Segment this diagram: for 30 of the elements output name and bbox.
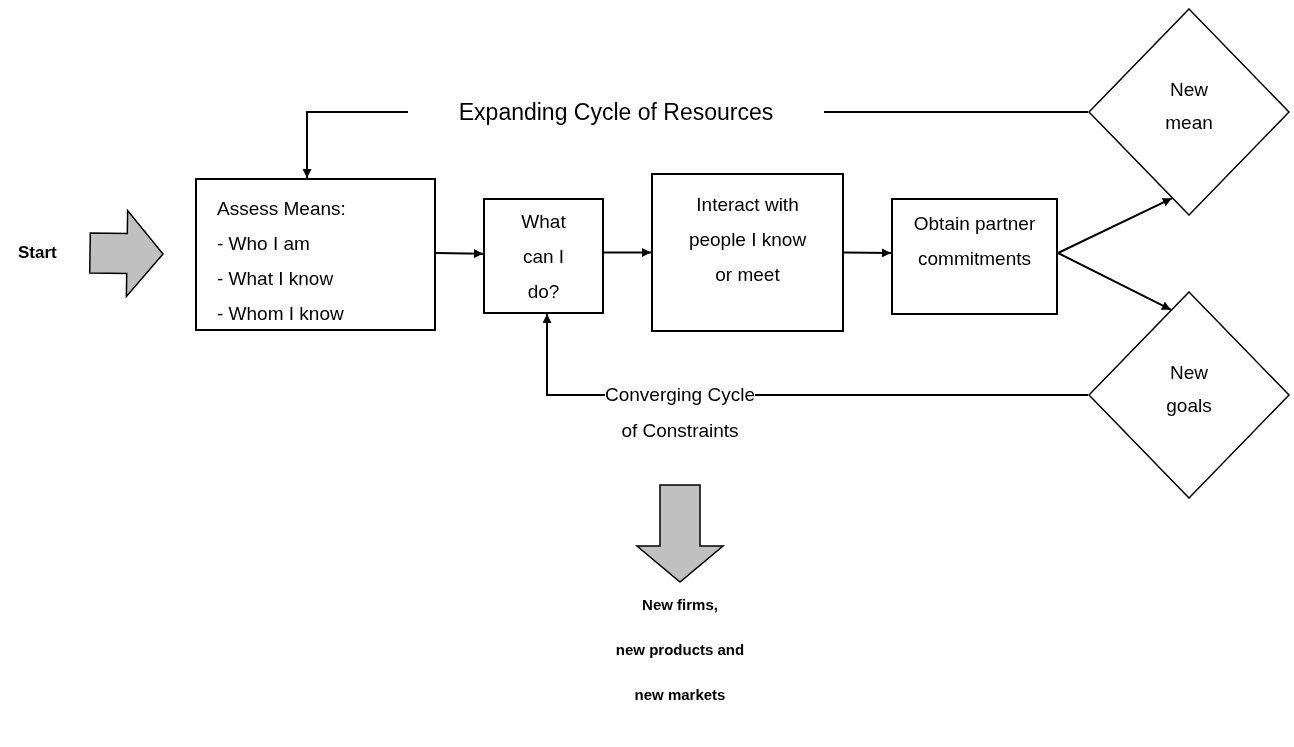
node-text: New goals [1165, 361, 1213, 418]
node-text: Interact with people I know or meet [687, 193, 808, 287]
start-label: Start [18, 242, 58, 264]
arrow [542, 313, 606, 396]
arrow [302, 111, 409, 179]
node-text: Obtain partner commitments [912, 212, 1037, 271]
connector-line [754, 394, 1089, 396]
connector-line [823, 111, 1089, 113]
outcome-label: new markets [633, 685, 727, 705]
node-text: - Whom I know [217, 302, 345, 326]
arrow [435, 249, 484, 259]
block-arrow [634, 484, 726, 583]
process-box [891, 198, 1058, 315]
outcome-label: new products and [614, 640, 746, 660]
arrow [1057, 252, 1172, 311]
node-text: What can I do? [520, 210, 567, 304]
outcome-label: New firms, [641, 595, 719, 615]
node-text: New mean [1164, 78, 1214, 135]
node-text: - What I know [217, 267, 335, 291]
block-arrow [88, 208, 164, 299]
process-box [651, 173, 844, 332]
node-text: Assess Means: [217, 197, 347, 221]
process-box [195, 178, 436, 331]
node-text: - Who I am [217, 232, 311, 256]
process-box [483, 198, 604, 314]
arrow [1057, 197, 1173, 254]
cycle-label: Expanding Cycle of Resources [457, 98, 775, 127]
arrow [603, 248, 652, 257]
arrow [843, 248, 892, 258]
cycle-label: Converging Cycle of Constraints [605, 383, 755, 443]
